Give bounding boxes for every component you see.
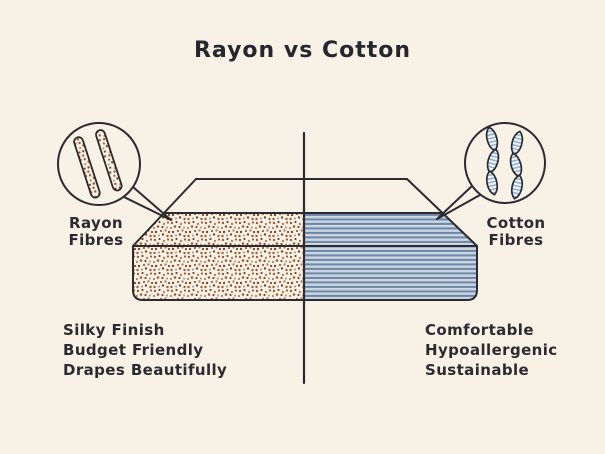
cotton-feature-list: Comfortable Hypoallergenic Sustainable — [425, 320, 558, 380]
fabric-block — [132, 178, 478, 301]
feature-item: Comfortable — [425, 321, 534, 339]
cotton-fibre-magnifier — [436, 122, 546, 220]
rayon-feature-list: Silky Finish Budget Friendly Drapes Beau… — [63, 320, 227, 380]
feature-item: Sustainable — [425, 361, 530, 379]
rayon-fibre-magnifier — [57, 122, 172, 221]
rayon-fibres-label: Rayon Fibres — [68, 214, 124, 249]
cotton-callout-pointer — [436, 185, 481, 220]
cotton-strands-icon — [485, 126, 524, 200]
cotton-fibres-label: Cotton Fibres — [486, 214, 546, 249]
feature-item: Silky Finish — [63, 321, 165, 339]
page-title: Rayon vs Cotton — [193, 38, 412, 63]
feature-item: Budget Friendly — [63, 341, 204, 359]
rayon-half-texture — [133, 213, 304, 300]
feature-item: Hypoallergenic — [425, 341, 558, 359]
rayon-callout-pointer — [123, 186, 172, 221]
feature-item: Drapes Beautifully — [63, 361, 228, 379]
cotton-half-texture — [304, 213, 477, 300]
rayon-strands-icon — [73, 129, 123, 199]
